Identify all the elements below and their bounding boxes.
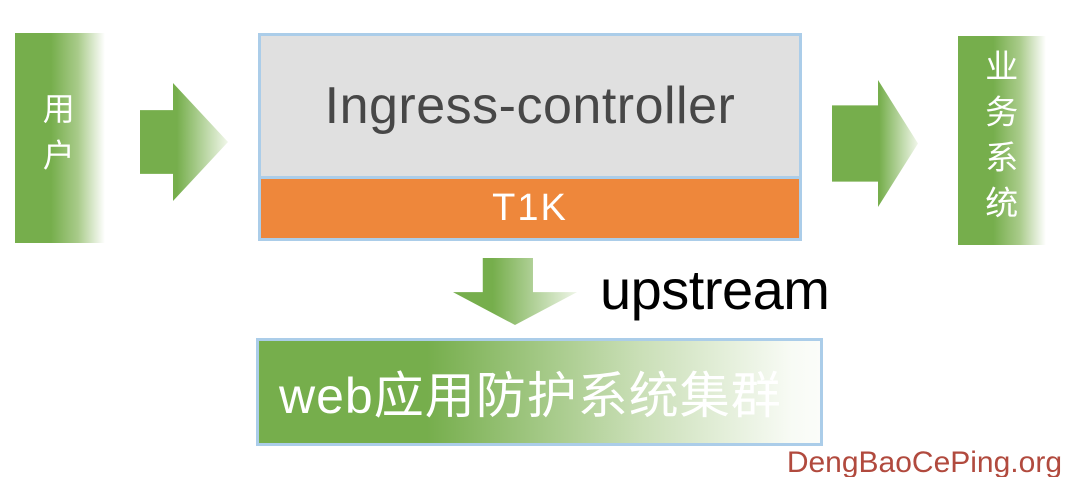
arrow-user-to-ingress-icon bbox=[140, 83, 228, 201]
waf-cluster-node: web应用防护系统集群 bbox=[256, 338, 823, 446]
waf-cluster-label: web应用防护系统集群 bbox=[279, 368, 782, 424]
user-node: 用户 bbox=[15, 33, 105, 243]
t1k-module-label: T1K bbox=[261, 179, 799, 238]
business-system-node: 业务系统 bbox=[958, 36, 1046, 245]
user-node-label: 用户 bbox=[38, 91, 75, 185]
arrow-ingress-to-waf-icon bbox=[453, 258, 577, 325]
watermark-text: DengBaoCePing.org bbox=[786, 446, 1062, 477]
business-system-label: 业务系统 bbox=[980, 49, 1018, 232]
ingress-controller-node: Ingress-controller T1K bbox=[258, 33, 802, 241]
ingress-box-divider bbox=[261, 176, 799, 179]
ingress-controller-title: Ingress-controller bbox=[261, 36, 799, 176]
arrow-ingress-to-business-icon bbox=[832, 80, 918, 207]
upstream-annotation: upstream bbox=[600, 258, 830, 321]
